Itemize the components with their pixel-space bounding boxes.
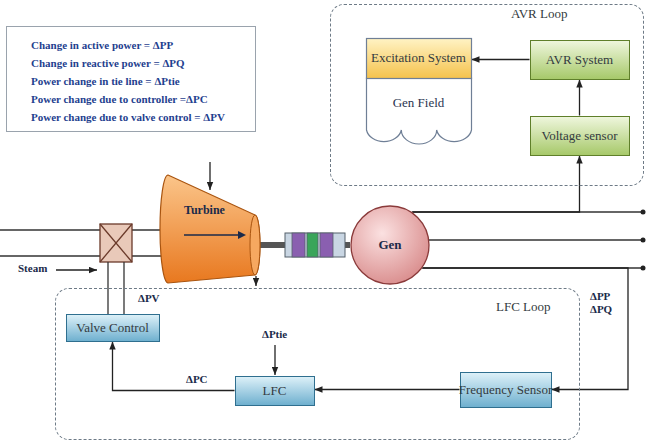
generator-circle: Gen [350, 205, 430, 285]
node-label: Excitation System [366, 38, 472, 78]
coupling-body [285, 233, 345, 257]
exhaust-arrow [255, 276, 256, 286]
signal-label: ΔPP ΔPQ [590, 290, 622, 316]
signal-arrow [113, 342, 235, 391]
flow-arrow-head [238, 231, 246, 239]
process-box: Frequency Sensor [460, 372, 552, 408]
flow-arrow [184, 234, 238, 235]
note-line: Power change due to valve control = ΔPV [31, 108, 245, 126]
turbine-symbol: Turbine [160, 173, 260, 285]
process-box: Valve Control [66, 314, 160, 342]
field-winding [366, 78, 471, 144]
process-box: AVR System [530, 40, 630, 80]
turbine-outline [160, 173, 260, 285]
node-label: Frequency Sensor [459, 382, 553, 398]
note-line: Change in active power = ΔPP [31, 36, 245, 54]
node-label: Voltage sensor [542, 128, 618, 144]
excitation-block: Excitation SystemGen Field [366, 38, 472, 144]
process-box: Voltage sensor [530, 116, 630, 156]
signal-label: ΔPtie [262, 328, 287, 341]
terminal-dot [641, 210, 646, 215]
node-label: LFC [263, 383, 287, 399]
node-label: Gen Field [366, 78, 472, 128]
signal-arrow [472, 59, 530, 60]
terminal-dot [641, 266, 646, 271]
loop-region: AVR LoopExcitation SystemGen Field AVR Sy… [330, 4, 644, 186]
signal-arrow [315, 389, 460, 390]
steam-pipe [0, 255, 162, 256]
turbine-body [160, 175, 260, 283]
excitation-header [366, 38, 471, 78]
steam-arrow [56, 269, 97, 270]
notes-box: Change in active power = ΔPPChange in re… [6, 26, 256, 132]
coupling-disc [320, 233, 333, 257]
coupling-disc [292, 233, 305, 257]
node-label: AVR System [546, 52, 613, 68]
loop-region: LFC LoopValve ControlLFC Frequency Sensor [55, 288, 580, 440]
tie-line-arrow [274, 345, 275, 375]
note-line: Change in reactive power = ΔPQ [31, 54, 245, 72]
flow-label: Steam [18, 262, 47, 275]
signal-label: ΔPV [138, 292, 160, 305]
output-wire [429, 239, 643, 240]
steam-valve [100, 224, 132, 262]
process-box: LFC [235, 376, 315, 406]
region-heading: LFC Loop [496, 299, 551, 315]
generator-body [351, 206, 429, 284]
node-label: Turbine [184, 203, 225, 217]
turbine-outlet [250, 215, 260, 275]
note-line: Power change in tie line = ΔPtie [31, 72, 245, 90]
signal-arrow [579, 80, 580, 116]
node-label: Gen [378, 237, 401, 253]
signal-label: ΔPC [186, 373, 208, 386]
note-line: Power change due to controller =ΔPC [31, 90, 245, 108]
node-label: Valve Control [76, 320, 149, 336]
coupling-disc [307, 233, 318, 257]
steam-inlet-arrow [209, 162, 210, 190]
terminal-dot [641, 238, 646, 243]
signal-arrow [413, 156, 580, 213]
region-heading: AVR Loop [511, 6, 567, 22]
steam-pipe [0, 229, 162, 230]
